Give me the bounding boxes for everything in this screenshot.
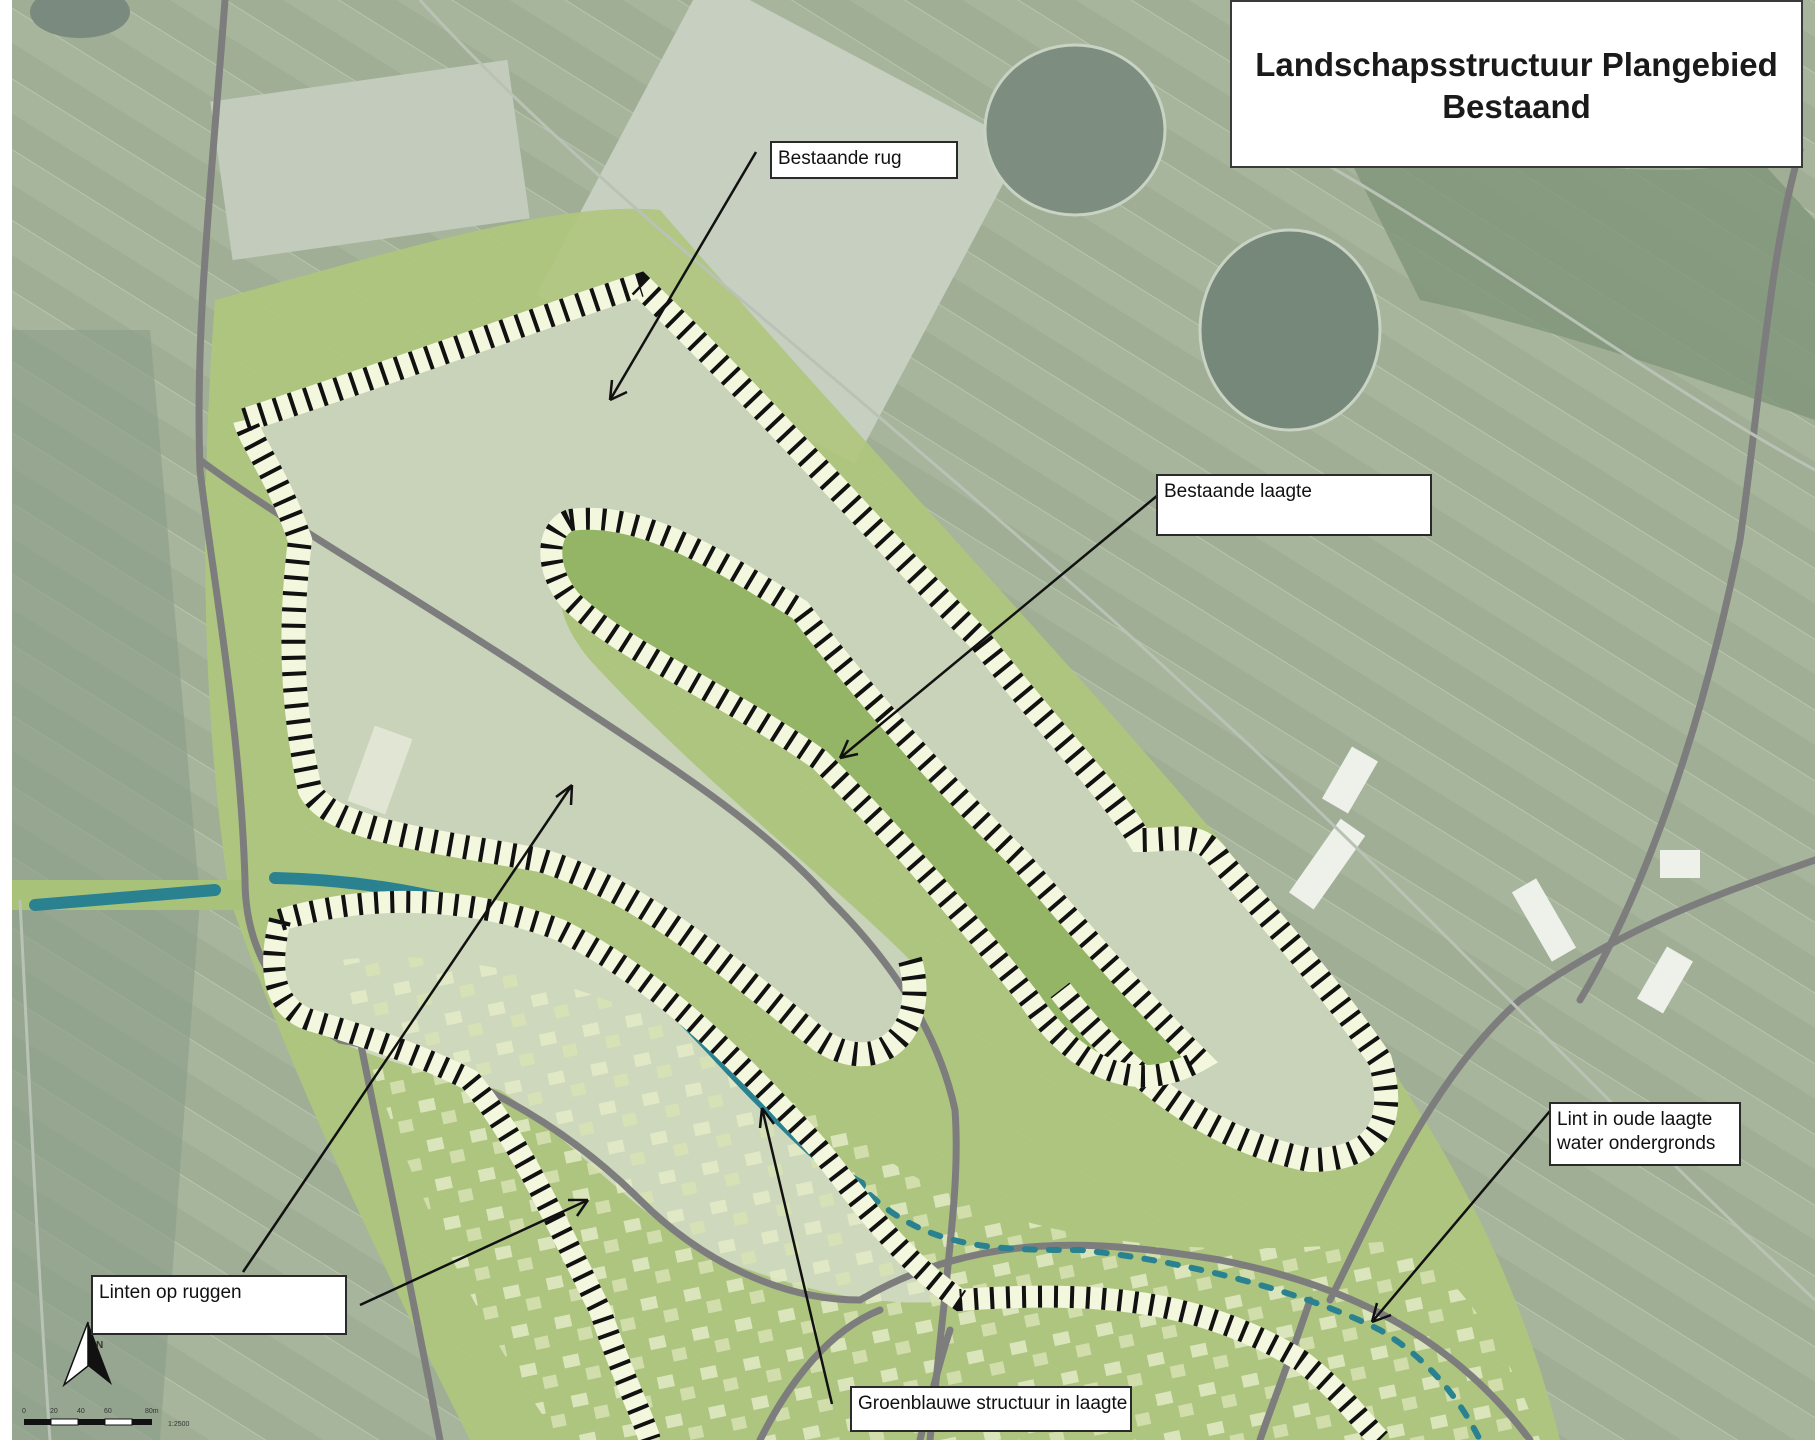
label-lint-line1: Lint in oude laagte <box>1557 1109 1713 1130</box>
road-diagonal <box>196 456 960 1440</box>
arrow-bestaande-rug-head <box>608 379 628 402</box>
arrow-linten-2-head <box>568 1198 590 1217</box>
building-4 <box>1511 878 1577 962</box>
hatch-south-dark <box>263 890 1388 1440</box>
label-linten-op-ruggen: Linten op ruggen <box>91 1275 347 1335</box>
scale-tick-80: 80m <box>145 1408 159 1415</box>
building-3 <box>1289 818 1366 910</box>
map-title: Landschapsstructuur Plangebied Bestaand <box>1230 0 1803 168</box>
road-south-branch <box>756 1306 884 1440</box>
arrow-lint-head <box>1370 1302 1392 1324</box>
label-bestaande-laagte-text: Bestaande laagte <box>1164 481 1312 502</box>
scale-bar <box>24 1418 152 1426</box>
building-6 <box>1637 946 1693 1014</box>
label-bestaande-rug: Bestaande rug <box>770 141 958 179</box>
scale-tick-20: 20 <box>50 1408 58 1415</box>
building-2 <box>1322 746 1378 814</box>
scale-tick-0: 0 <box>22 1408 26 1415</box>
road-east-curve <box>1326 856 1815 1304</box>
label-linten-text: Linten op ruggen <box>99 1282 242 1303</box>
arrow-groenblauwe-head <box>758 1107 775 1129</box>
north-arrow-icon <box>62 1321 112 1388</box>
wooded-area-northeast <box>1350 155 1815 420</box>
road-east-north <box>1576 146 1804 1004</box>
label-groenblauwe-text: Groenblauwe structuur in laagte <box>858 1393 1128 1414</box>
label-lint-oude-laagte: Lint in oude laagte water ondergronds <box>1549 1102 1741 1166</box>
label-bestaande-rug-text: Bestaande rug <box>778 148 902 169</box>
lowland-inner <box>551 518 1200 1077</box>
scale-tick-60: 60 <box>104 1408 112 1415</box>
arrow-bestaande-rug <box>608 151 758 401</box>
map-title-line2: Bestaand <box>1442 88 1591 125</box>
arrow-linten-1 <box>241 784 574 1273</box>
label-groenblauwe-structuur: Groenblauwe structuur in laagte <box>850 1386 1132 1432</box>
scale-ratio: 1:2500 <box>168 1421 190 1428</box>
aerial-map <box>12 0 1815 1440</box>
arrow-bestaande-laagte-head <box>838 739 859 760</box>
road-lint-south <box>1256 1296 1314 1440</box>
arrow-linten-2 <box>359 1198 589 1307</box>
road-east-west <box>856 1241 1534 1440</box>
pond-east <box>1198 228 1382 432</box>
map-title-line1: Landschapsstructuur Plangebied <box>1255 46 1778 83</box>
pond-north <box>983 43 1167 217</box>
north-arrow-label: N <box>96 1340 104 1351</box>
hatch-ridge-dark <box>233 271 1399 1173</box>
road-west-main <box>195 0 344 1044</box>
building-1 <box>347 725 413 815</box>
road-parallel-east <box>1299 148 1815 472</box>
road-west-lane <box>18 899 52 1440</box>
label-lint-line2: water ondergronds <box>1557 1133 1716 1154</box>
arrow-lint <box>1371 1104 1556 1323</box>
pond-northwest <box>30 0 130 38</box>
arrow-bestaande-laagte <box>839 494 1159 759</box>
road-railway <box>418 0 1815 1302</box>
arrow-linten-1-head <box>555 784 574 806</box>
building-5 <box>1660 850 1700 878</box>
field-light-2 <box>210 59 530 261</box>
hatch-lowland-dark <box>540 507 1218 1088</box>
arrow-groenblauwe <box>760 1107 834 1405</box>
watercourse-underground <box>867 1192 1483 1440</box>
scale-tick-40: 40 <box>77 1408 85 1415</box>
label-bestaande-laagte: Bestaande laagte <box>1156 474 1432 536</box>
watercourse-west <box>29 884 221 911</box>
road-southwest-spur <box>356 1036 444 1440</box>
